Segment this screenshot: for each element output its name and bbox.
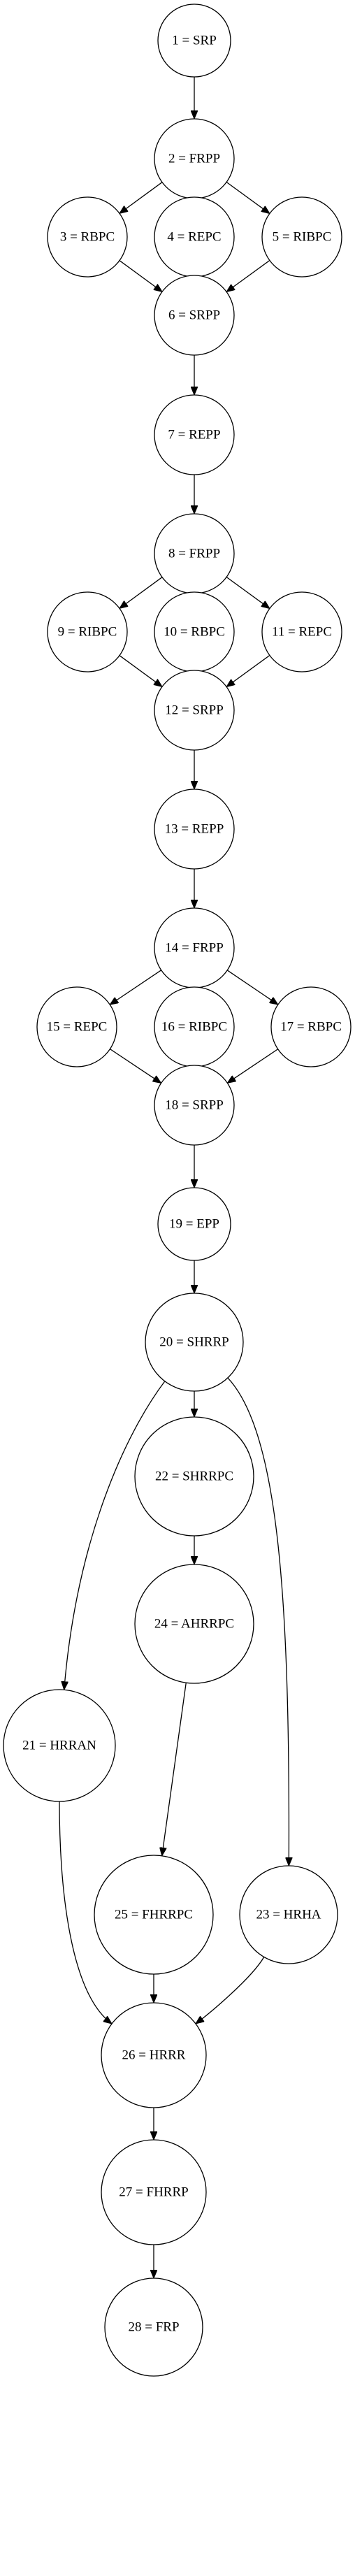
node-label: 12 = SRPP — [165, 703, 224, 718]
node-label: 1 = SRP — [172, 34, 217, 48]
node-3: 3 = RBPC — [47, 196, 128, 278]
node-8: 8 = FRPP — [154, 513, 235, 594]
node-label: 8 = FRPP — [168, 547, 220, 561]
node-circle — [94, 1855, 214, 1975]
edge-20-21 — [64, 1381, 166, 1689]
node-circle — [154, 394, 235, 475]
edge-5-6 — [227, 260, 270, 292]
node-label: 24 = AHRRPC — [154, 1617, 234, 1632]
edge-14-15 — [110, 970, 162, 1005]
node-label: 22 = SHRRPC — [155, 1469, 233, 1484]
node-label: 18 = SRPP — [165, 1098, 224, 1113]
node-circle — [36, 986, 117, 1067]
node-circle — [270, 986, 352, 1067]
node-11: 11 = REPC — [261, 591, 342, 672]
node-circle — [101, 2139, 207, 2245]
node-4: 4 = REPC — [154, 196, 235, 278]
node-label: 5 = RIBPC — [273, 230, 332, 245]
node-18: 18 = SRPP — [154, 1065, 235, 1146]
node-circle — [47, 196, 128, 278]
node-circle — [145, 1293, 244, 1392]
node-circle — [239, 1865, 338, 1964]
node-14: 14 = FRPP — [154, 907, 235, 988]
node-circle — [157, 3, 231, 78]
node-12: 12 = SRPP — [154, 670, 235, 751]
edge-24-25 — [162, 1683, 187, 1855]
node-20: 20 = SHRRP — [145, 1293, 244, 1392]
node-label: 25 = FHRRPC — [115, 1908, 193, 1922]
edges — [59, 77, 289, 2278]
node-circle — [104, 2278, 203, 2377]
node-16: 16 = RIBPC — [154, 986, 235, 1067]
node-label: 28 = FRP — [128, 2320, 179, 2335]
node-circle — [157, 1187, 231, 1261]
nodes: 1 = SRP 2 = FRPP 3 = RBPC 4 = REPC 5 = RIBPC… — [3, 3, 352, 2377]
node-label: 23 = HRHA — [256, 1908, 321, 1922]
node-circle — [134, 1564, 254, 1684]
node-label: 21 = HRRAN — [22, 1739, 96, 1753]
node-label: 9 = RIBPC — [58, 625, 117, 640]
node-15: 15 = REPC — [36, 986, 117, 1067]
edge-2-3 — [120, 182, 163, 213]
node-label: 17 = RBPC — [280, 1020, 342, 1035]
node-10: 10 = RBPC — [154, 591, 235, 672]
node-label: 20 = SHRRP — [159, 1335, 229, 1350]
edge-3-6 — [119, 260, 161, 292]
edge-14-17 — [226, 970, 277, 1005]
edge-23-26 — [196, 1957, 265, 2023]
node-23: 23 = HRHA — [239, 1865, 338, 1964]
edge-17-18 — [228, 1049, 279, 1083]
node-circle — [134, 1416, 254, 1537]
node-circle — [3, 1689, 116, 1802]
node-label: 19 = EPP — [169, 1217, 219, 1232]
node-label: 26 = HRRR — [122, 2048, 186, 2063]
edge-9-12 — [119, 655, 161, 686]
node-label: 10 = RBPC — [164, 625, 225, 640]
node-24: 24 = AHRRPC — [134, 1564, 254, 1684]
node-label: 14 = FRPP — [165, 941, 224, 956]
node-6: 6 = SRPP — [154, 275, 235, 356]
edge-8-9 — [120, 577, 163, 608]
edge-21-26 — [59, 1801, 111, 2023]
node-9: 9 = RIBPC — [47, 591, 128, 672]
node-28: 28 = FRP — [104, 2278, 203, 2377]
node-27: 27 = FHRRP — [101, 2139, 207, 2245]
node-7: 7 = REPP — [154, 394, 235, 475]
node-label: 16 = RIBPC — [161, 1020, 227, 1035]
node-label: 7 = REPP — [168, 428, 220, 442]
node-21: 21 = HRRAN — [3, 1689, 116, 1802]
node-circle — [261, 196, 342, 278]
node-25: 25 = FHRRPC — [94, 1855, 214, 1975]
node-label: 3 = RBPC — [60, 230, 115, 245]
node-17: 17 = RBPC — [270, 986, 352, 1067]
node-label: 15 = REPC — [47, 1020, 108, 1035]
node-circle — [261, 591, 342, 672]
edge-20-23 — [227, 1377, 289, 1865]
node-label: 6 = SRPP — [168, 308, 220, 323]
node-circle — [154, 275, 235, 356]
node-label: 13 = REPP — [165, 822, 224, 837]
node-26: 26 = HRRR — [101, 2002, 207, 2108]
edge-2-5 — [226, 182, 269, 213]
node-label: 11 = REPC — [272, 625, 332, 640]
node-19: 19 = EPP — [157, 1187, 231, 1261]
node-circle — [154, 1065, 235, 1146]
node-13: 13 = REPP — [154, 789, 235, 870]
node-1: 1 = SRP — [157, 3, 231, 78]
edge-11-12 — [227, 655, 270, 686]
node-2: 2 = FRPP — [154, 118, 235, 199]
node-5: 5 = RIBPC — [261, 196, 342, 278]
node-22: 22 = SHRRPC — [134, 1416, 254, 1537]
node-label: 2 = FRPP — [168, 152, 220, 166]
edge-8-11 — [226, 577, 269, 608]
node-circle — [101, 2002, 207, 2108]
node-circle — [154, 789, 235, 870]
node-label: 4 = REPC — [167, 230, 221, 245]
node-circle — [154, 670, 235, 751]
node-label: 27 = FHRRP — [119, 2185, 188, 2200]
edge-15-18 — [110, 1049, 160, 1083]
node-circle — [47, 591, 128, 672]
